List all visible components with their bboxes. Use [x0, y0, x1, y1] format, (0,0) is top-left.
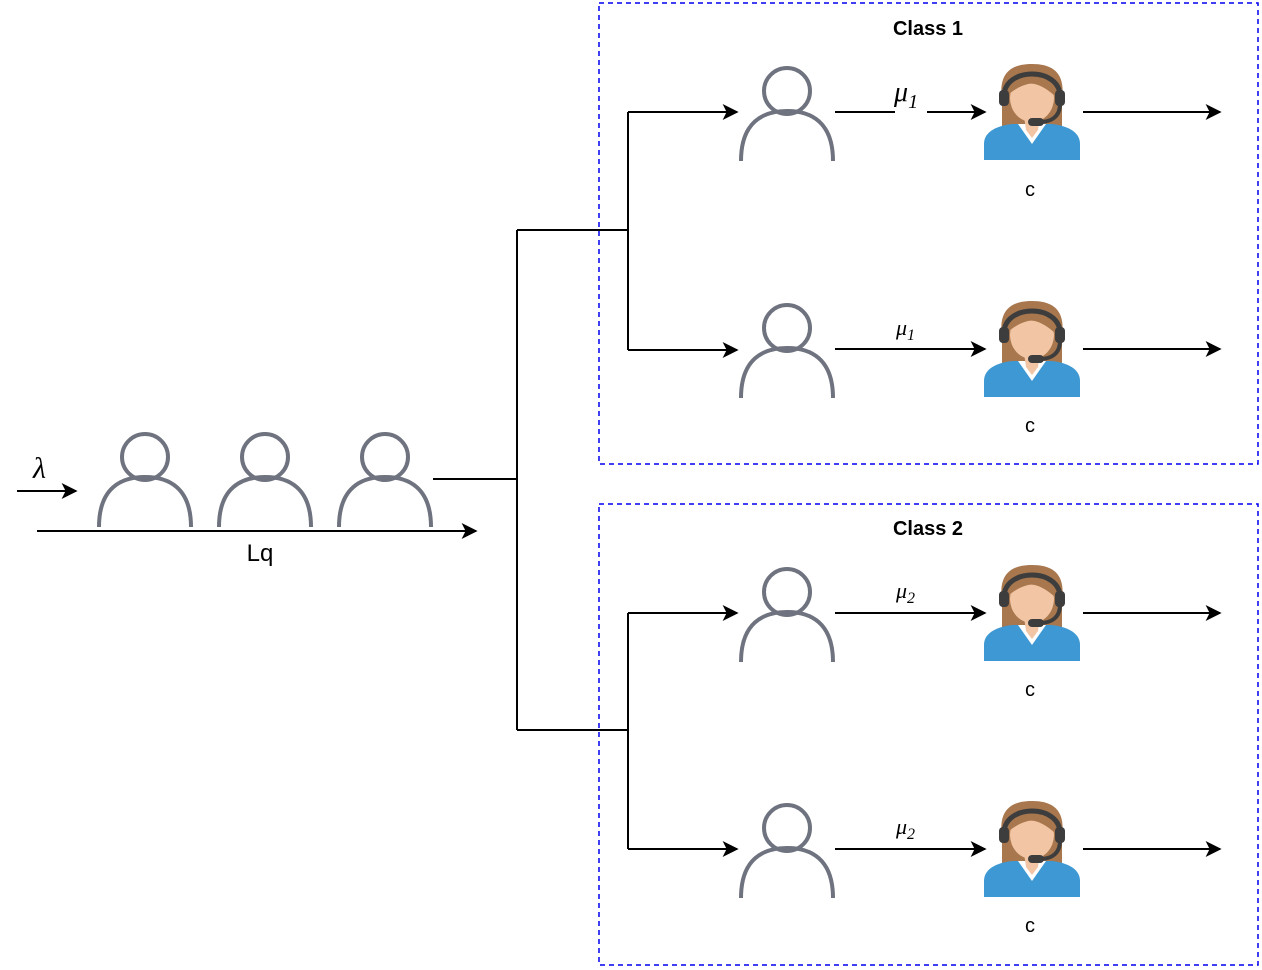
service-rate-label: μ1 — [893, 77, 918, 113]
customer-in-service-icon — [739, 803, 835, 900]
server-count-label: c — [1025, 679, 1035, 701]
call-center-agent-icon — [984, 565, 1080, 661]
service-rate-label: μ2 — [895, 578, 915, 607]
server-count-label: c — [1025, 915, 1035, 937]
class-1-box — [598, 2, 1259, 465]
customer-in-service-icon — [739, 303, 835, 400]
call-center-agent-icon — [984, 301, 1080, 397]
class-2-title: Class 2 — [893, 518, 963, 540]
queued-customer-icon — [217, 432, 313, 529]
service-rate-label: μ2 — [895, 814, 915, 843]
queued-customer-icon — [337, 432, 433, 529]
server-count-label: c — [1025, 415, 1035, 437]
call-center-agent-icon — [984, 64, 1080, 160]
arrival-rate-label: λ — [32, 452, 46, 485]
queued-customer-icon — [97, 432, 193, 529]
customer-in-service-icon — [739, 66, 835, 163]
service-rate-label-bg — [895, 80, 927, 116]
class-1-title: Class 1 — [893, 18, 963, 40]
call-center-agent-icon — [984, 801, 1080, 897]
queue-length-label: Lq — [247, 540, 274, 567]
server-count-label: c — [1025, 179, 1035, 201]
customer-in-service-icon — [739, 567, 835, 664]
service-rate-label: μ1 — [895, 315, 915, 344]
class-2-box — [598, 503, 1259, 966]
